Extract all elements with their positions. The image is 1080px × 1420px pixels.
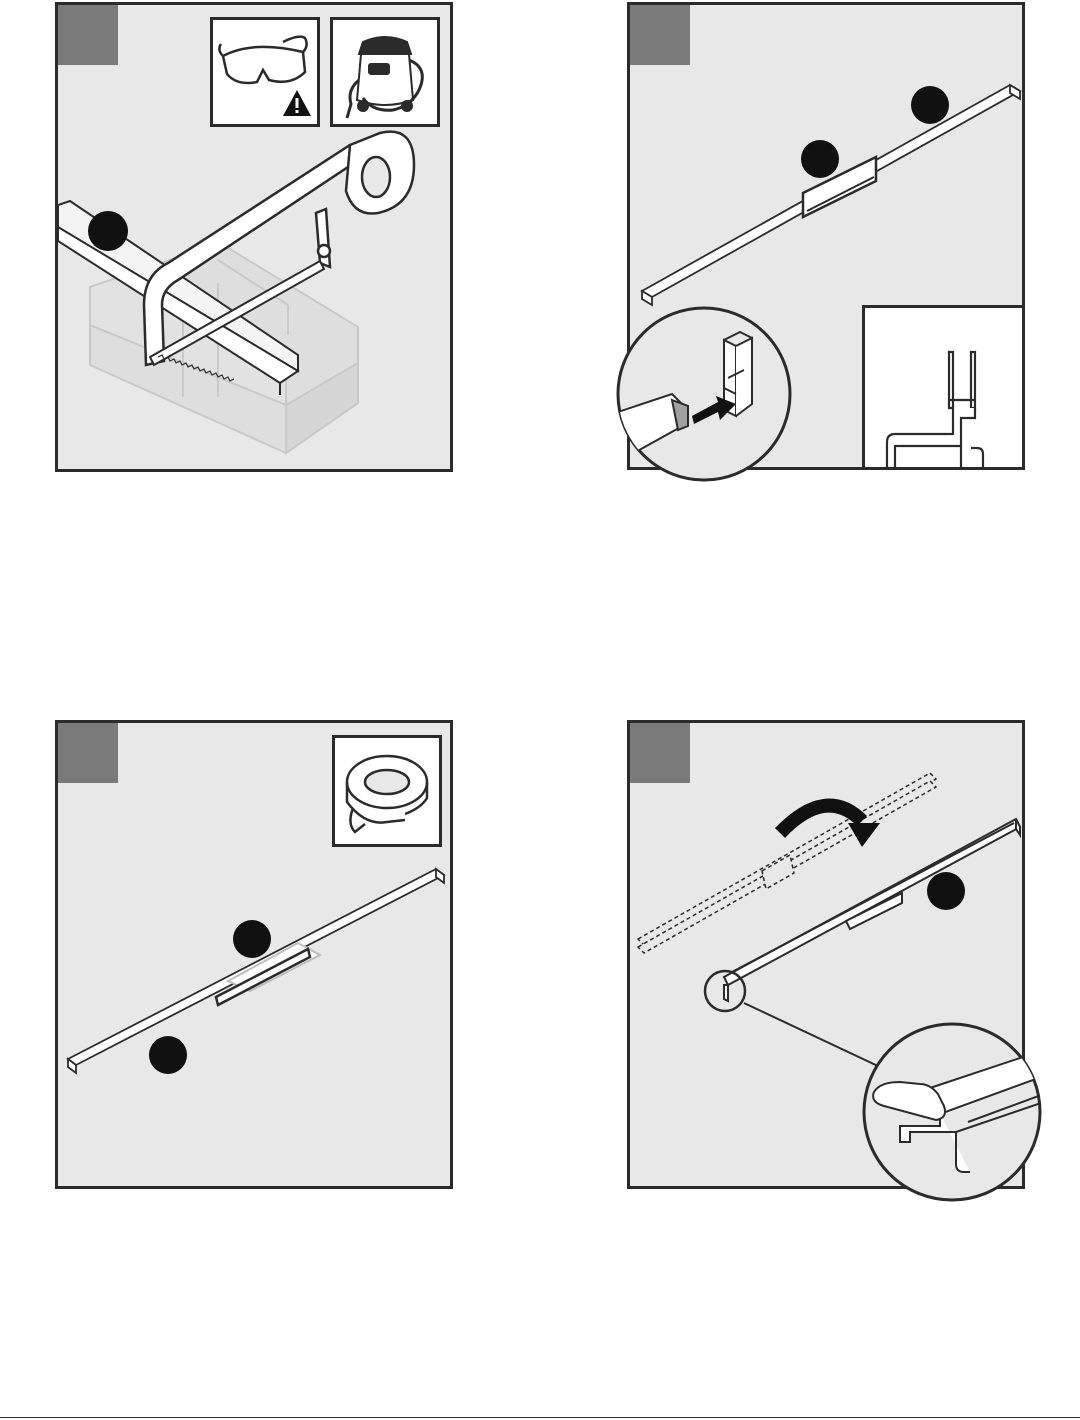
tape-roll-icon <box>335 738 439 844</box>
rail-profile-inset <box>862 305 1025 470</box>
shop-vacuum-icon <box>333 20 437 124</box>
shop-vacuum-inset <box>330 17 440 127</box>
warning-triangle-icon <box>283 90 311 116</box>
rail-profile-icon <box>865 308 1025 470</box>
step-1-panel <box>55 2 453 472</box>
safety-glasses-icon <box>219 37 306 83</box>
safety-glasses-inset <box>210 17 320 127</box>
page-bottom-rule <box>0 1417 1080 1418</box>
step-4-panel <box>627 720 1025 1189</box>
step-3-panel <box>55 720 453 1189</box>
tape-roll-inset <box>332 735 442 847</box>
step-2-panel <box>627 2 1025 470</box>
rail-flip-illustration <box>630 723 1022 1186</box>
